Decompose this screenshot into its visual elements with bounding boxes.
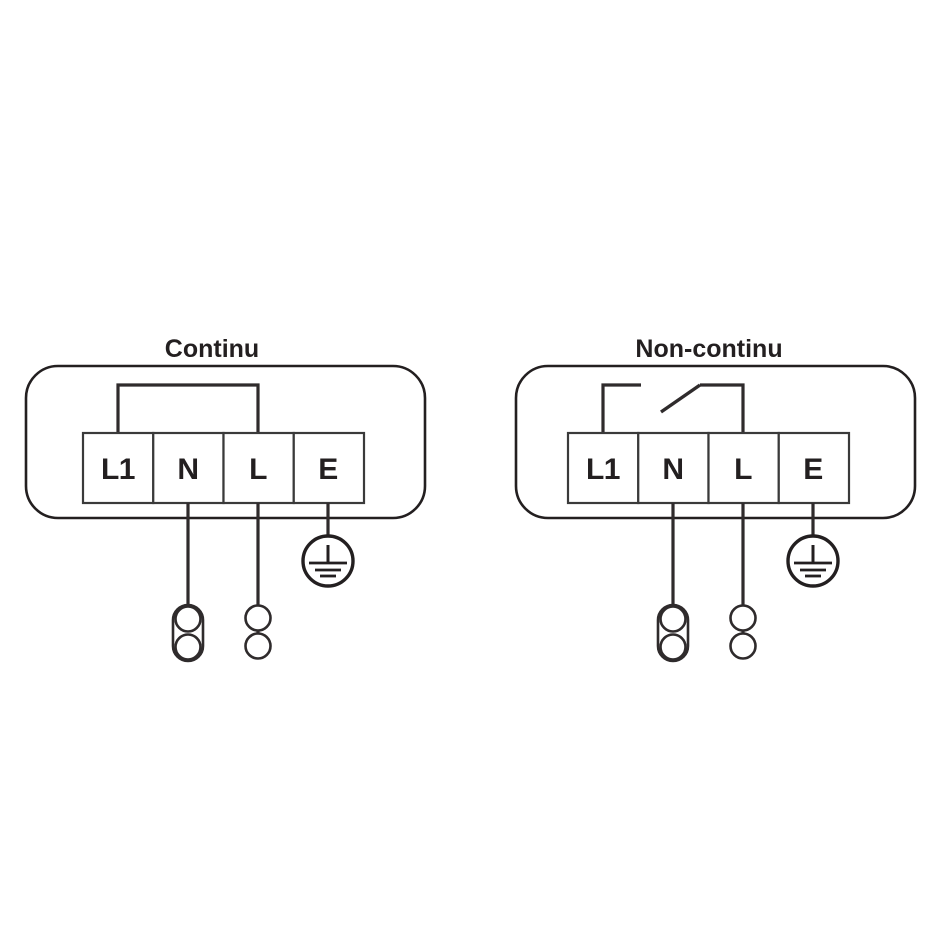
terminal-label-l1-2: L1	[586, 453, 620, 486]
circle-lower-live-2	[729, 632, 757, 660]
circle-upper-live-2	[729, 604, 757, 632]
terminal-cell-n-2[interactable]	[637, 431, 710, 505]
terminal-block-non-continu: L1 N L E	[566, 431, 851, 505]
connector-circles-live-continu[interactable]	[244, 604, 272, 660]
jumper-wire-continu	[116, 383, 260, 433]
circle-lower-live	[244, 632, 272, 660]
diagram-non-continu: Non-continu L1 N L E	[514, 335, 917, 663]
terminal-label-l-2: L	[734, 453, 752, 486]
jumper-wire-left-non-continu	[601, 383, 641, 433]
switch-blade-non-continu[interactable]	[660, 383, 701, 414]
connector-circles-live-non-continu[interactable]	[729, 604, 757, 660]
circle-upper-live	[244, 604, 272, 632]
capsule-circle-upper-neutral	[174, 605, 202, 633]
terminal-label-n-2: N	[662, 453, 683, 486]
connector-capsule-neutral-non-continu[interactable]	[656, 603, 690, 663]
jumper-wire-right-non-continu	[700, 383, 745, 433]
earth-ground-symbol-continu[interactable]	[301, 534, 355, 588]
connector-capsule-neutral-continu[interactable]	[171, 603, 205, 663]
diagram-continu: Continu L1 N L E	[24, 335, 427, 663]
capsule-circle-lower-neutral-2	[659, 633, 687, 661]
terminal-block-continu: L1 N L E	[81, 431, 366, 505]
terminal-label-n: N	[177, 453, 198, 486]
enclosure-outline-non-continu	[514, 364, 917, 520]
earth-ground-symbol-non-continu[interactable]	[786, 534, 840, 588]
terminal-cell-e[interactable]	[292, 431, 366, 505]
diagram-title-non-continu: Non-continu	[635, 335, 782, 363]
terminal-cell-l1[interactable]	[81, 431, 155, 505]
terminal-cell-e-2[interactable]	[777, 431, 851, 505]
enclosure-outline-continu	[24, 364, 427, 520]
terminal-label-l1: L1	[101, 453, 135, 486]
diagram-title-continu: Continu	[165, 335, 259, 363]
terminal-label-l: L	[249, 453, 267, 486]
terminal-cell-l1-2[interactable]	[566, 431, 640, 505]
terminal-label-e-2: E	[803, 453, 823, 486]
terminal-label-e: E	[318, 453, 338, 486]
capsule-circle-upper-neutral-2	[659, 605, 687, 633]
capsule-circle-lower-neutral	[174, 633, 202, 661]
